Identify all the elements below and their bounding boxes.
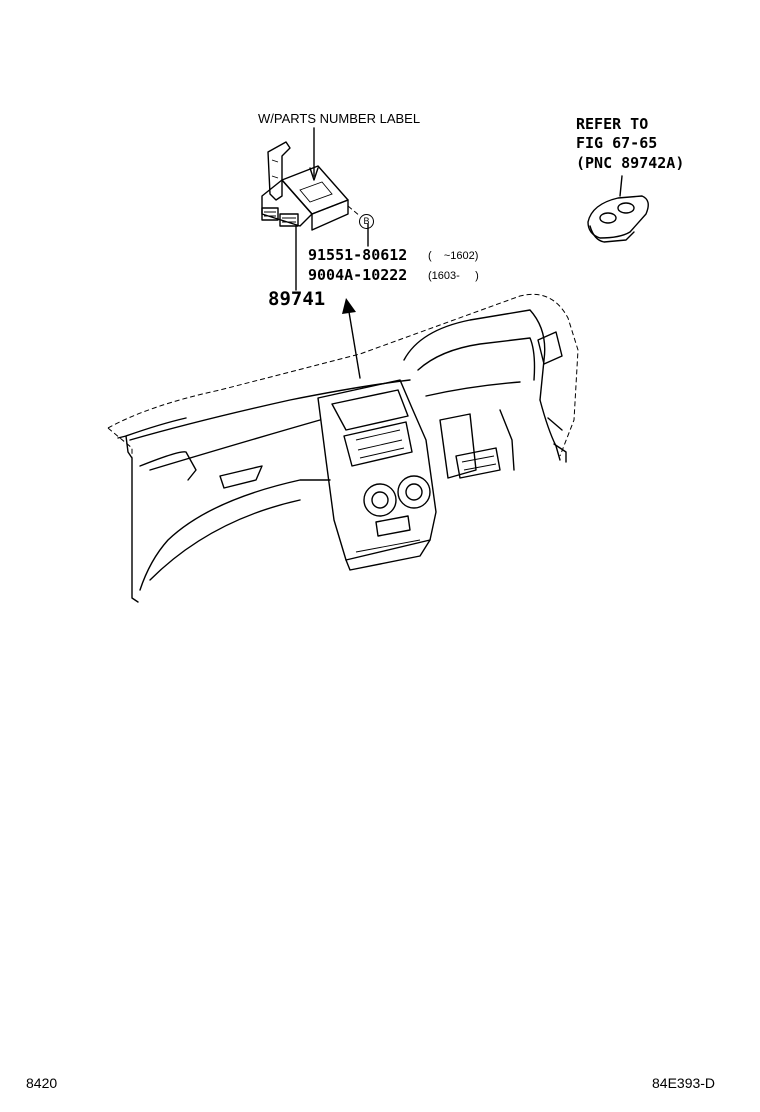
key-fob-drawing: [587, 175, 649, 243]
install-arrow-shaft: [347, 305, 361, 379]
refer-to-line-3: (PNC 89742A): [576, 154, 685, 172]
footer-right-code: 84E393-D: [652, 1075, 716, 1091]
ecu-module-drawing: [261, 141, 361, 231]
refer-to-line-2: FIG 67-65: [576, 134, 658, 152]
dashboard-drawing: [107, 293, 579, 603]
footer-left-code: 8420: [26, 1075, 58, 1091]
part-number-screw: 9004A-10222: [308, 266, 408, 284]
part-range-screw: (1603- ): [428, 270, 479, 282]
refer-to-line-1: REFER TO: [576, 115, 649, 133]
main-part-number: 89741: [268, 288, 326, 310]
parts-number-label-note: W/PARTS NUMBER LABEL: [258, 111, 421, 126]
part-number-bolt: 91551-80612: [308, 246, 408, 264]
view-badge: B: [359, 214, 374, 229]
part-range-bolt: ( ~1602): [428, 250, 479, 262]
install-arrow-head: [342, 298, 356, 314]
label-arrow-head: [309, 167, 319, 181]
